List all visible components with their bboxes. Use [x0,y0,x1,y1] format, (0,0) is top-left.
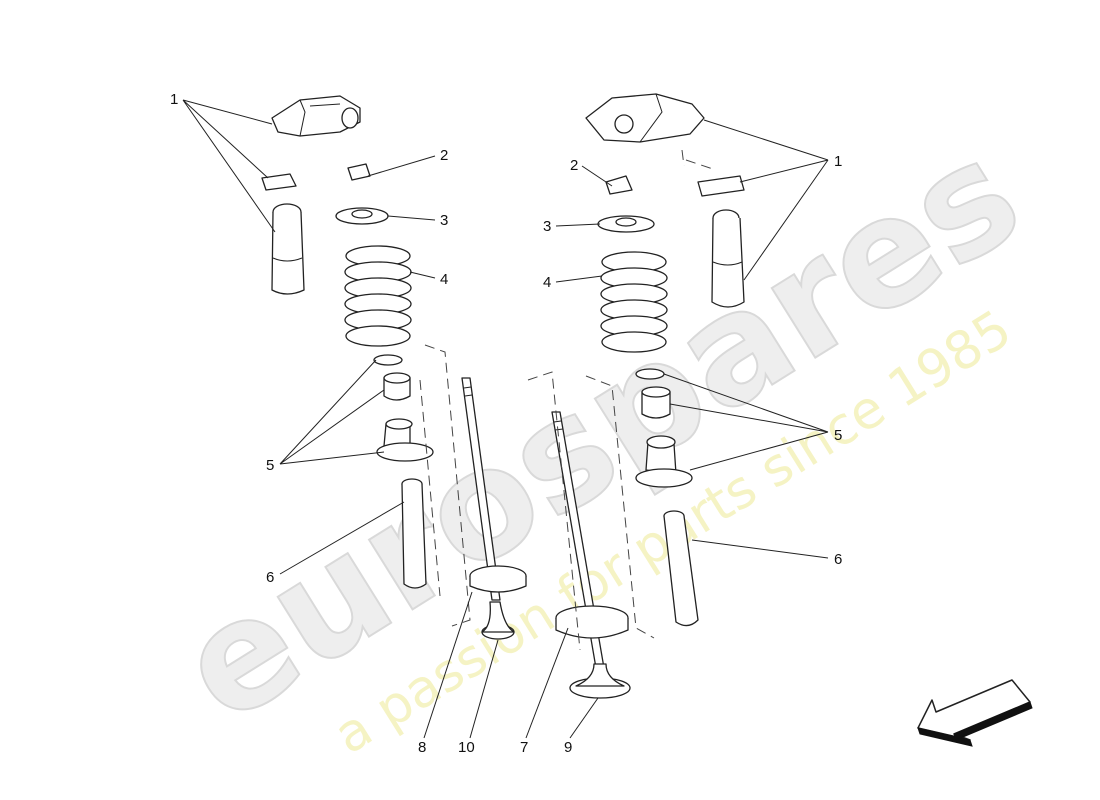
right-valve-seat-ring [555,605,629,639]
callout-1-right: 1 [834,153,842,170]
callout-9: 9 [564,739,572,756]
leader-lines [182,99,829,739]
left-rocker-arm [271,95,361,137]
left-spring-cap [335,207,389,225]
left-valve-keeper [347,163,371,181]
right-valve-7 [551,411,631,699]
left-o-ring [373,354,403,366]
callout-2-left: 2 [440,147,448,164]
right-o-ring [635,368,665,380]
right-spring-cap [597,215,655,233]
right-rocker-arm [585,93,705,143]
left-seal-seat [376,418,434,462]
left-valve-8 [461,377,515,640]
right-hydraulic-tappet [711,209,745,308]
right-valve-guide [663,510,699,627]
left-coil-spring [344,245,412,347]
right-valve-keeper [605,175,633,195]
right-lash-clip [697,175,745,197]
right-coil-spring [600,251,668,353]
left-valve-assembly [261,95,527,640]
callout-4-left: 4 [440,271,448,288]
left-valve-seat-ring [469,565,527,593]
callout-8: 8 [418,739,426,756]
right-valve-assembly [527,93,745,699]
left-valve-seal [383,372,411,401]
callout-6-right: 6 [834,551,842,568]
callout-5-left: 5 [266,457,274,474]
arrow-down-left-icon [917,679,1033,747]
left-hydraulic-tappet [271,203,305,295]
callout-4-right: 4 [543,274,551,291]
callout-6-left: 6 [266,569,274,586]
left-valve-guide [401,478,427,589]
callout-3-right: 3 [543,218,551,235]
callout-7: 7 [520,739,528,756]
callout-labels: 1 2 3 4 5 6 2 3 4 1 5 6 8 10 7 9 [170,91,842,756]
callout-1-left: 1 [170,91,178,108]
callout-10: 10 [458,739,475,756]
callout-3-left: 3 [440,212,448,229]
right-valve-seal [641,386,671,419]
left-lash-clip [261,173,297,191]
right-seal-seat [635,435,693,488]
callout-5-right: 5 [834,427,842,444]
callout-2-right: 2 [570,157,578,174]
